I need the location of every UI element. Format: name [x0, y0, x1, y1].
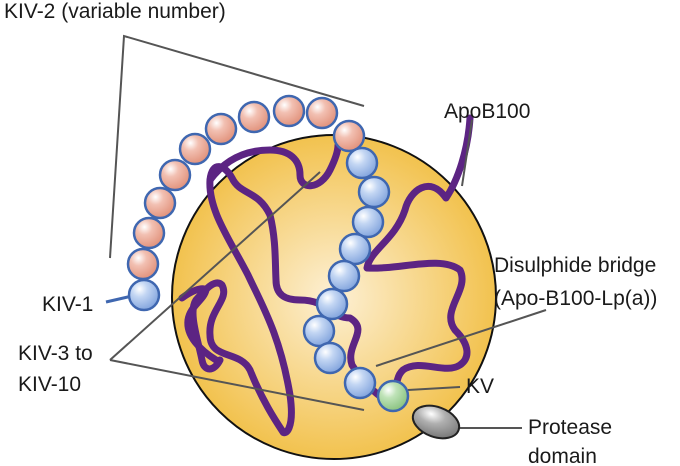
leader-lines [105, 34, 547, 429]
disulphide-leader-line [375, 309, 547, 367]
disulphide-label-line2: (Apo-B100-Lp(a)) [494, 287, 657, 310]
kiv3-to-kiv10-bead [343, 366, 377, 400]
kiv1-label: KIV-1 [42, 293, 93, 316]
apob100-label: ApoB100 [444, 100, 530, 123]
kiv3-to-kiv10-bead [338, 232, 372, 266]
kiv2-bead [126, 247, 160, 281]
kiv3-to-kiv10-bead [357, 175, 391, 209]
kiv1-connector-line [105, 294, 133, 304]
apob100-leader-line [461, 119, 473, 187]
kv-leader-line [407, 386, 461, 391]
kiv3-to-kiv10-bead [313, 341, 347, 375]
protease-domain-shape [411, 404, 461, 440]
kv-label: KV [466, 375, 494, 398]
kiv2-bracket-line [109, 34, 365, 259]
disulphide-label-line1: Disulphide bridge [494, 254, 656, 277]
kiv3-leader-line-lower [109, 359, 365, 411]
protease-label-line2: domain [528, 445, 597, 466]
kiv3-label-line1: KIV-3 to [18, 342, 93, 365]
apob100-ribbon-left-loop [178, 285, 220, 364]
kiv2-bead [204, 112, 238, 146]
kiv2-bead [332, 119, 366, 153]
kiv1-bead [127, 278, 161, 312]
protease-label-line1: Protease [528, 416, 612, 439]
kiv3-to-kiv10-bead [327, 259, 361, 293]
kiv2-label: KIV-2 (variable number) [4, 0, 226, 23]
apob100-ribbon-top-loop [206, 141, 342, 190]
kiv2-bead [178, 132, 212, 166]
kiv3-to-kiv10-bead [345, 146, 379, 180]
kiv2-bead [272, 94, 306, 128]
kiv2-bead [305, 96, 339, 130]
apob100-ribbon [189, 114, 474, 437]
kiv3-to-kiv10-bead [315, 287, 349, 321]
kiv3-label-line2: KIV-10 [18, 373, 81, 396]
kiv3-to-kiv10-bead [302, 314, 336, 348]
kiv2-bead [143, 186, 177, 220]
kiv3-to-kiv10-bead [351, 205, 385, 239]
kiv2-bead-chain [126, 94, 366, 281]
kiv2-bead [158, 158, 192, 192]
kiv3-leader-line-upper [109, 171, 321, 361]
kiv2-bead [237, 100, 271, 134]
kiv2-bead [132, 216, 166, 250]
kv-bead [376, 379, 410, 413]
kiv3-to-kiv10-bead-chain [302, 146, 391, 400]
